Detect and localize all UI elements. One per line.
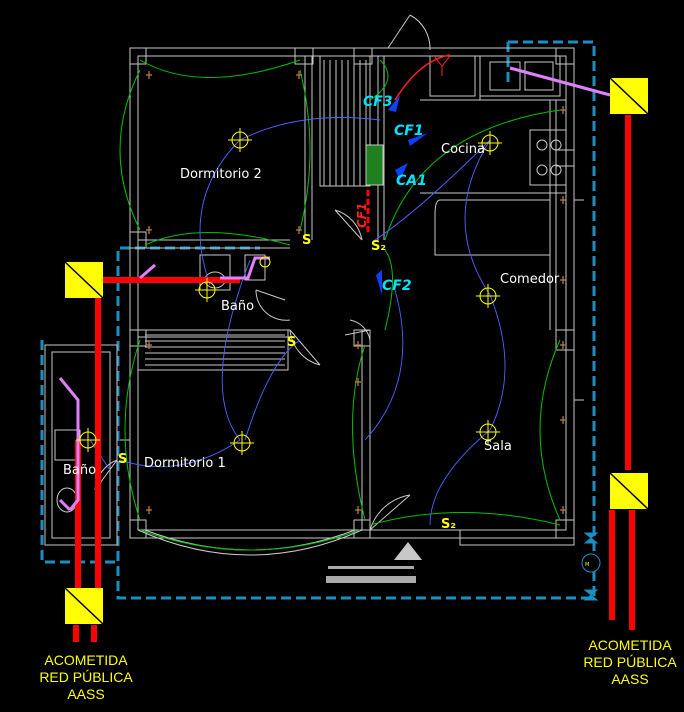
property-boundary bbox=[40, 40, 596, 600]
fixture-label-cf3: CF3 bbox=[363, 94, 393, 110]
acometida-right-line-3: AASS bbox=[611, 671, 648, 687]
acometida-left-line-2: RED PÚBLICA bbox=[39, 669, 133, 685]
fixture-label-cf1: CF1 bbox=[394, 123, 424, 139]
water-supply-pipes bbox=[73, 115, 635, 642]
valve-label: M bbox=[585, 562, 589, 568]
room-label-dormitorio-1: Dormitorio 1 bbox=[144, 456, 226, 471]
room-label-bano-top: Baño bbox=[221, 299, 254, 314]
switch-label-sala: S₂ bbox=[441, 517, 456, 532]
logo-mark bbox=[326, 566, 416, 583]
fixture-label-ca1: CA1 bbox=[396, 173, 427, 189]
switch-label-dorm1: S bbox=[118, 452, 127, 467]
room-label-comedor: Comedor bbox=[500, 272, 560, 287]
acometida-left-line-3: AASS bbox=[67, 686, 104, 702]
room-label-dormitorio-2: Dormitorio 2 bbox=[180, 167, 262, 182]
electrical-panel bbox=[365, 144, 384, 186]
ceiling-fixture-marks bbox=[376, 95, 428, 295]
switch-label-bano: S bbox=[287, 335, 296, 350]
faucet-icon bbox=[433, 55, 451, 76]
room-label-sala: Sala bbox=[484, 439, 512, 454]
room-label-cocina: Cocina bbox=[441, 142, 485, 157]
acometida-right-line-1: ACOMETIDA bbox=[588, 637, 672, 653]
valve-icon bbox=[581, 532, 601, 601]
service-arc bbox=[394, 54, 451, 101]
drain-pipes bbox=[58, 66, 611, 512]
door-swing-icon bbox=[94, 14, 431, 531]
switch-label-hall: S₂ bbox=[371, 239, 386, 254]
meter-box-icon bbox=[64, 77, 649, 625]
switch-circuit bbox=[89, 117, 506, 526]
acometida-left-line-1: ACOMETIDA bbox=[44, 652, 128, 668]
outlet-marks bbox=[146, 71, 566, 514]
light-fixture-icon bbox=[76, 128, 502, 455]
acometida-label-left: ACOMETIDA RED PÚBLICA AASS bbox=[39, 652, 133, 702]
switch-label-dorm2: S bbox=[302, 233, 311, 248]
walls bbox=[44, 47, 584, 556]
acometida-right-line-2: RED PÚBLICA bbox=[583, 654, 677, 670]
fixture-label-cf1-vertical: CF1 bbox=[355, 203, 369, 228]
acometida-label-right: ACOMETIDA RED PÚBLICA AASS bbox=[583, 637, 677, 687]
lighting-circuit bbox=[119, 59, 561, 551]
room-label-bano-left: Baño bbox=[63, 463, 96, 478]
north-arrow-icon bbox=[394, 542, 422, 560]
fixture-label-cf2: CF2 bbox=[382, 278, 412, 294]
